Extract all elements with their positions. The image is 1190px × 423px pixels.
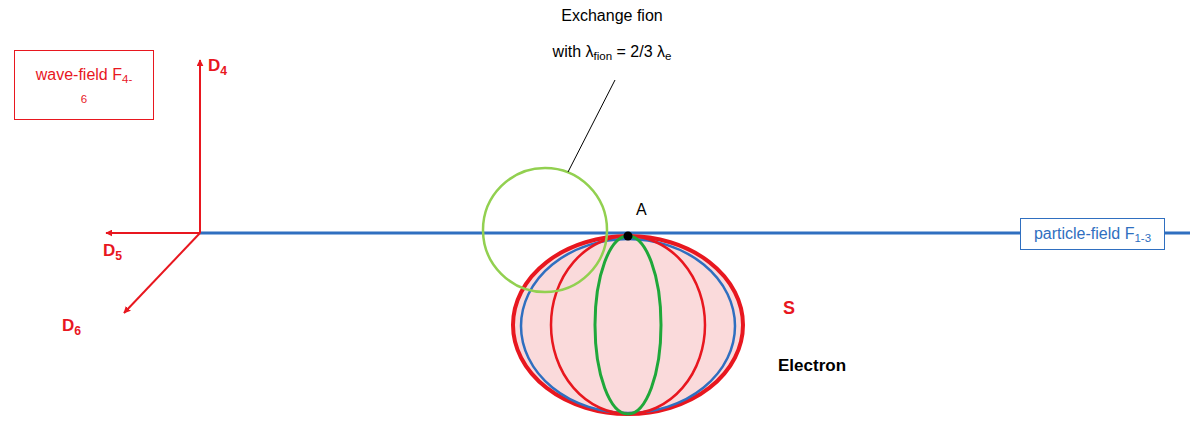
axis-d5 <box>106 232 200 234</box>
axis-d4 <box>199 60 201 233</box>
field-label: wave-field F4-6 <box>34 65 134 105</box>
axis-label: D5 <box>103 241 122 261</box>
text-part: Exchange fion <box>561 7 662 24</box>
particle-field-box: particle-field F1-3 <box>1020 218 1165 250</box>
subscript: fion <box>594 50 613 62</box>
electron-sphere <box>513 236 743 414</box>
text-part: λ <box>657 43 665 60</box>
subscript: 1-3 <box>1134 232 1151 244</box>
point-label: A <box>636 200 647 219</box>
callout-title: Exchange fion <box>561 6 662 25</box>
green-meridian <box>595 236 661 414</box>
meridian <box>551 236 705 414</box>
text-part: F <box>1125 225 1135 242</box>
axis-d6 <box>124 233 200 313</box>
shell-label: S <box>783 298 795 320</box>
text-part: S <box>783 298 795 318</box>
inner-shell <box>521 239 735 413</box>
subscript: 6 <box>74 324 81 338</box>
axis-label: D6 <box>62 316 81 336</box>
axis-label: D4 <box>208 56 227 76</box>
subscript: 5 <box>115 249 122 263</box>
callout-formula: with λfion = 2/3 λe <box>553 42 672 61</box>
text-part: with <box>553 43 586 60</box>
fion-circle <box>483 168 607 292</box>
text-part: wave-field <box>36 66 112 83</box>
text-part: D <box>103 241 115 260</box>
leader-line <box>568 80 615 172</box>
text-part: = 2/3 <box>612 43 657 60</box>
field-label: particle-field F1-3 <box>1034 224 1151 244</box>
text-part: λ <box>586 43 594 60</box>
point-a <box>624 232 633 241</box>
wave-field-box: wave-field F4-6 <box>14 50 154 120</box>
text-part: F <box>112 66 122 83</box>
text-part: D <box>62 316 74 335</box>
text-part: D <box>208 56 220 75</box>
particle-name: Electron <box>778 356 846 376</box>
text-part: particle-field <box>1034 225 1125 242</box>
subscript: 4 <box>220 64 227 78</box>
text-part: A <box>636 201 647 218</box>
text-part: Electron <box>778 356 846 375</box>
subscript: e <box>665 50 671 62</box>
